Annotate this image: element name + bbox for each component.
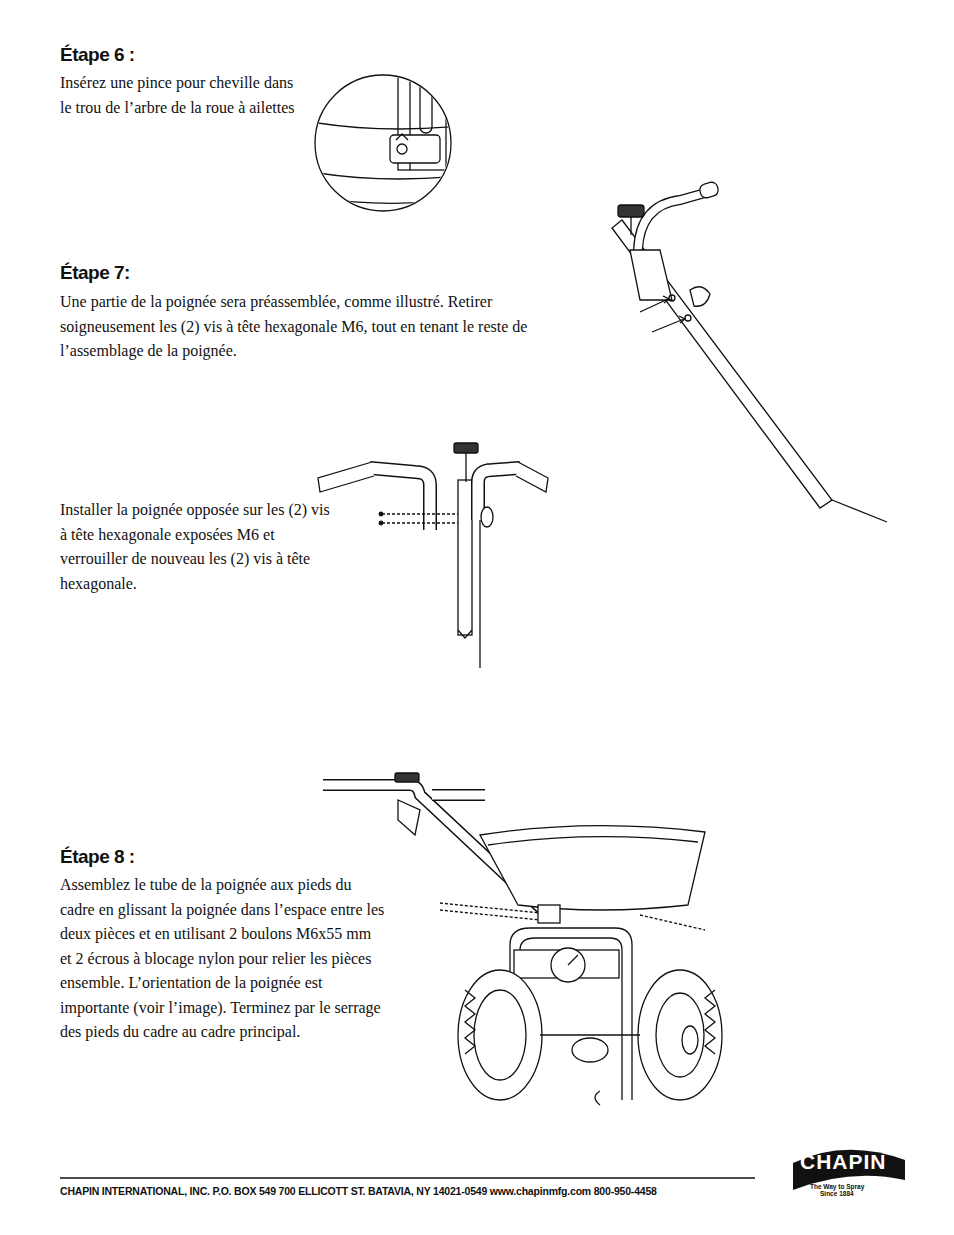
spreader-assembly bbox=[323, 773, 722, 1105]
logo-shape bbox=[793, 1175, 905, 1190]
pin-detail bbox=[300, 70, 470, 211]
step-text: Insérez une pince pour cheville dans le … bbox=[60, 71, 300, 120]
logo-shape bbox=[793, 1150, 905, 1175]
footer-rule bbox=[60, 1177, 755, 1179]
brand-tagline: The Way to Spray bbox=[810, 1183, 890, 1190]
step-heading: Étape 7: bbox=[60, 262, 260, 284]
step-heading: Étape 8 : bbox=[60, 846, 310, 868]
step-text: Assemblez le tube de la poignée aux pied… bbox=[60, 873, 385, 1045]
footer-address: CHAPIN INTERNATIONAL, INC. P.O. BOX 549 … bbox=[60, 1185, 760, 1197]
step-text: Installer la poignée opposée sur les (2)… bbox=[60, 498, 330, 596]
step-text: Une partie de la poignée sera préassembl… bbox=[60, 290, 580, 364]
brand-tagline: Since 1884 bbox=[820, 1190, 890, 1197]
brand-logo: CHAPIN bbox=[800, 1150, 904, 1174]
handle-preassembled bbox=[612, 181, 887, 522]
step-heading: Étape 6 : bbox=[60, 44, 310, 66]
handle-exploded bbox=[318, 443, 548, 668]
